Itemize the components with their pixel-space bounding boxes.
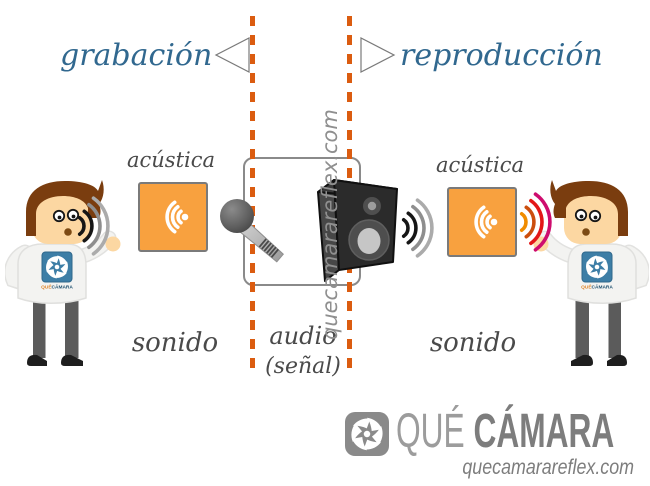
acoustic-box-left — [138, 182, 208, 252]
mouth — [582, 228, 590, 236]
person-speaking: QUÉCÁMARA — [5, 180, 121, 366]
audio-domain-label: audio — [269, 322, 337, 350]
brand-camara — [465, 405, 474, 458]
sound-wave-icon — [474, 205, 498, 239]
brand-aperture-icon — [345, 412, 389, 456]
sound-domain-label-left: sonido — [131, 328, 219, 358]
sound-waves-voice-icon — [77, 196, 110, 256]
triangle-left-icon — [214, 37, 250, 73]
playback-phase-label: reproducción — [400, 38, 603, 73]
acoustic-box-right — [447, 187, 517, 257]
shirt-logo-text: QUÉCÁMARA — [581, 283, 613, 291]
brand-logo-text: QUÉ CÁMARA — [396, 405, 615, 458]
sound-waves-perceived-icon — [519, 192, 552, 252]
divider-dashed-left — [250, 16, 255, 374]
brand-domain-text: quecamarareflex.com — [462, 456, 634, 479]
mouth — [64, 228, 72, 236]
shirt-logo-text: QUÉCÁMARA — [41, 283, 73, 291]
acoustic-label-right: acústica — [435, 153, 525, 177]
sound-waves-speaker-icon — [401, 198, 434, 258]
speaker-icon — [317, 179, 398, 282]
brand-que: QUÉ — [396, 405, 465, 458]
sound-domain-label-right: sonido — [429, 328, 517, 358]
recording-phase-label: grabación — [60, 38, 213, 73]
acoustic-label-left: acústica — [126, 148, 216, 172]
sound-wave-icon — [165, 200, 189, 234]
watermark-text: quecamarareflex.com — [318, 109, 342, 340]
triangle-right-icon — [360, 37, 396, 73]
signal-label: (señal) — [265, 354, 341, 379]
microphone-icon — [220, 199, 284, 263]
